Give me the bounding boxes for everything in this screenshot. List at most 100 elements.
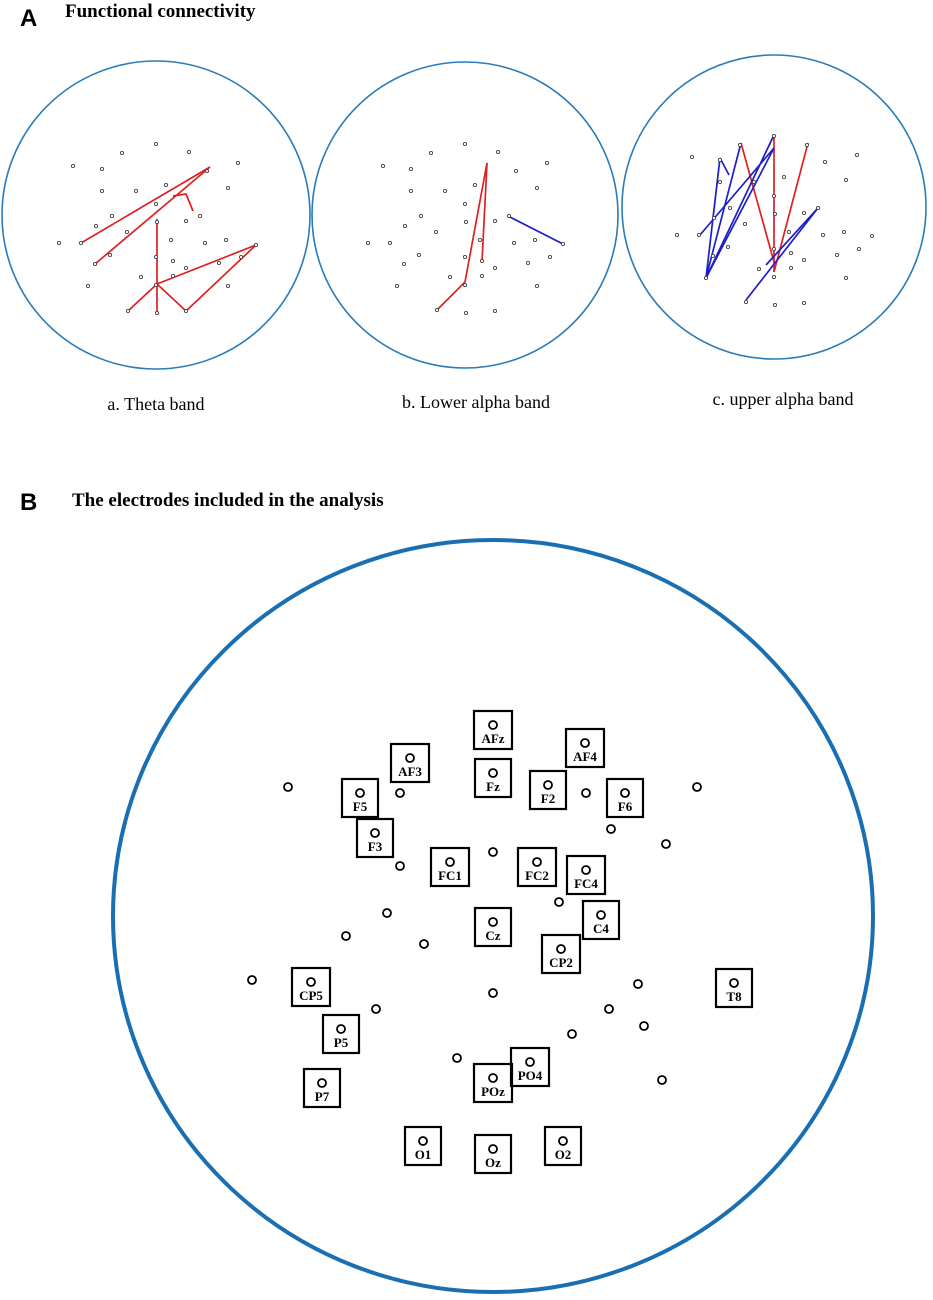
electrode-fc4: FC4	[565, 854, 607, 896]
positive-connection	[464, 162, 488, 283]
electrode-box	[472, 709, 514, 751]
electrode-dot	[692, 782, 702, 792]
electrode-dot	[402, 223, 408, 229]
head-outline	[311, 61, 619, 369]
panel-b-title: The electrodes included in the analysis	[72, 490, 384, 511]
electrode-label: CP5	[299, 988, 323, 1003]
electrode-dot	[554, 897, 564, 907]
electrode-box	[340, 777, 380, 819]
electrode-head-outline	[111, 538, 875, 1294]
electrode-fc1: FC1	[429, 846, 471, 888]
electrode-dot	[109, 213, 115, 219]
electrode-box	[355, 817, 395, 859]
electrode-dot	[462, 201, 468, 207]
electrode-dot	[235, 160, 241, 166]
electrode-dot	[820, 232, 826, 238]
electrode-box	[290, 966, 332, 1008]
electrode-f6: F6	[605, 777, 645, 819]
electrode-dot	[513, 168, 519, 174]
electrode-dot	[418, 213, 424, 219]
electrode-dot	[725, 244, 731, 250]
electrode-label: AF4	[573, 749, 597, 764]
electrode-dot	[581, 788, 591, 798]
electrode-dot	[186, 149, 192, 155]
electrode-label: O2	[555, 1147, 572, 1162]
electrode-dot	[804, 142, 810, 148]
electrode-dot	[452, 1053, 462, 1063]
electrode-dot	[462, 141, 468, 147]
negative-connection	[507, 215, 564, 245]
electrode-dot	[99, 166, 105, 172]
electrode-box	[473, 906, 513, 948]
electrode-dot	[843, 177, 849, 183]
electrode-dot	[154, 310, 160, 316]
electrode-dot	[408, 188, 414, 194]
electrode-dot	[729, 978, 739, 988]
electrode-dot	[703, 275, 709, 281]
electrode-f2: F2	[528, 769, 568, 811]
electrode-dot	[153, 282, 159, 288]
electrode-dot	[511, 240, 517, 246]
electrode-fz: Fz	[473, 757, 513, 799]
positive-connection	[436, 281, 466, 311]
electrode-label: O1	[415, 1147, 432, 1162]
electrode-dot	[801, 210, 807, 216]
positive-connection	[740, 142, 775, 263]
electrode-af4: AF4	[564, 727, 606, 769]
electrode-dot	[153, 141, 159, 147]
electrode-dot	[395, 861, 405, 871]
electrode-f3: F3	[355, 817, 395, 859]
electrode-oz: Oz	[473, 1133, 513, 1175]
electrode-dot	[56, 240, 62, 246]
electrode-cp5: CP5	[290, 966, 332, 1008]
electrode-dot	[223, 237, 229, 243]
electrode-dot	[99, 188, 105, 194]
electrode-label: AFz	[481, 731, 504, 746]
electrode-dot	[124, 229, 130, 235]
electrode-dot	[153, 201, 159, 207]
electrode-dot	[153, 254, 159, 260]
electrode-dot	[472, 182, 478, 188]
electrode-dot	[492, 218, 498, 224]
electrode-dot	[408, 166, 414, 172]
electrode-dot	[834, 252, 840, 258]
electrode-dot	[380, 163, 386, 169]
electrode-dot	[771, 246, 777, 252]
positive-connection	[94, 166, 211, 265]
electrode-dot	[336, 1024, 346, 1034]
electrode-label: T8	[726, 989, 742, 1004]
electrode-dot	[771, 193, 777, 199]
negative-connection	[765, 207, 819, 266]
electrode-dot	[854, 152, 860, 158]
electrode-dot	[125, 308, 131, 314]
panel-a-title: Functional connectivity	[65, 1, 256, 22]
electrode-label: AF3	[398, 764, 422, 779]
head-outline	[621, 54, 927, 360]
electrode-box	[543, 1125, 583, 1167]
electrode-dot	[771, 133, 777, 139]
electrode-dot	[445, 857, 455, 867]
electrode-p7: P7	[302, 1067, 342, 1109]
electrode-cz: Cz	[473, 906, 513, 948]
electrode-dot	[365, 240, 371, 246]
lower-alpha-band-map	[311, 61, 619, 369]
electrode-dot	[771, 274, 777, 280]
electrode-p5: P5	[321, 1013, 361, 1055]
electrode-dot	[463, 310, 469, 316]
electrode-label: F6	[618, 799, 633, 814]
electrode-dot	[225, 283, 231, 289]
electrode-afz: AFz	[472, 709, 514, 751]
electrode-dot	[253, 242, 259, 248]
electrode-box	[472, 1062, 514, 1104]
electrode-dot	[506, 213, 512, 219]
electrode-dot	[247, 975, 257, 985]
positive-connection	[172, 193, 194, 212]
electrode-dot	[488, 1073, 498, 1083]
electrode-dot	[488, 917, 498, 927]
electrode-label: Cz	[485, 928, 500, 943]
electrode-label: F3	[368, 839, 383, 854]
electrode-dot	[462, 282, 468, 288]
electrode-t8: T8	[714, 967, 754, 1009]
electrode-dot	[543, 780, 553, 790]
electrode-dot	[488, 1144, 498, 1154]
